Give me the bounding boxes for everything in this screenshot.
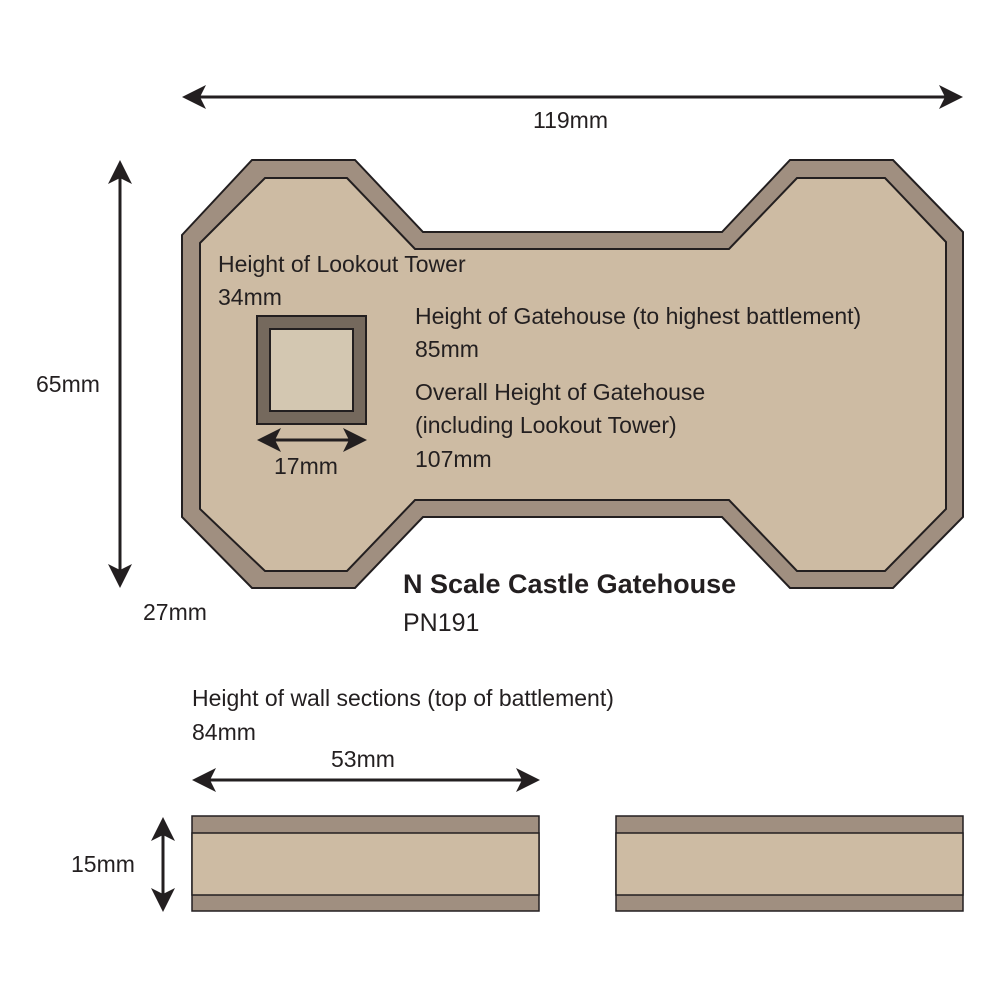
gatehouse-floor	[199, 177, 947, 572]
gatehouse-title: Height of Gatehouse (to highest battleme…	[415, 303, 862, 329]
depth-label: 65mm	[36, 371, 100, 397]
wall-section-right	[615, 815, 964, 912]
corner-label: 27mm	[143, 599, 207, 625]
lookout-tower-inner	[269, 328, 354, 412]
wall-depth-label: 15mm	[71, 851, 135, 877]
tower-width-label: 17mm	[274, 453, 338, 479]
product-name: N Scale Castle Gatehouse	[403, 569, 737, 599]
product-code: PN191	[403, 609, 480, 637]
overall-title: Overall Height of Gatehouse	[415, 379, 706, 405]
overall-value: 107mm	[415, 446, 492, 472]
wall-length-label: 53mm	[331, 746, 395, 772]
wall-value: 84mm	[192, 719, 256, 745]
gatehouse-value: 85mm	[415, 336, 479, 362]
wall-section-left	[191, 815, 540, 912]
lookout-title: Height of Lookout Tower	[218, 251, 466, 277]
lookout-value: 34mm	[218, 284, 282, 310]
wall-title: Height of wall sections (top of battleme…	[192, 685, 614, 711]
width-label: 119mm	[533, 107, 608, 133]
overall-sub: (including Lookout Tower)	[415, 412, 677, 438]
